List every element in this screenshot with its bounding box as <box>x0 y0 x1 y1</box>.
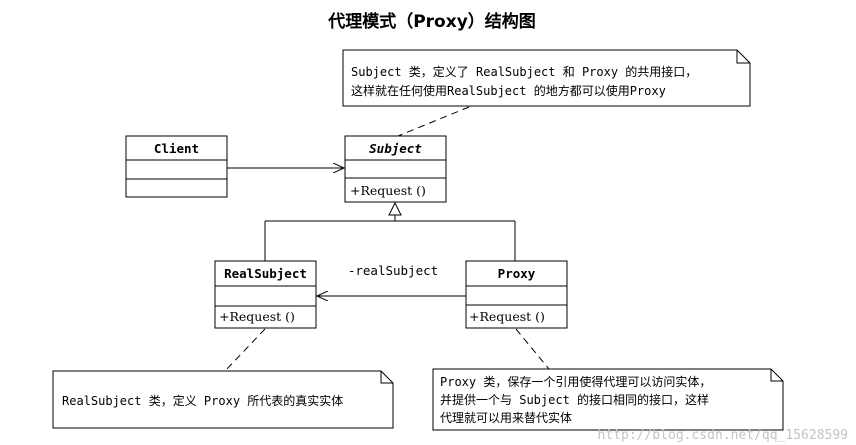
note-subject-line-2: 这样就在任何使用RealSubject 的地方都可以使用Proxy <box>351 83 666 98</box>
class-realsubject: RealSubject +Request () <box>214 260 317 329</box>
watermark: http://blog.csdn.net/qq_15628599 <box>598 428 848 443</box>
note-subject: Subject 类，定义了 RealSubject 和 Proxy 的共用接口，… <box>342 49 751 107</box>
note-proxy-line-1: Proxy 类，保存一个引用使得代理可以访问实体， <box>440 374 711 389</box>
class-realsubject-operation: +Request () <box>219 309 295 324</box>
class-client-name: Client <box>154 141 199 156</box>
class-client: Client <box>125 135 228 198</box>
class-proxy-operation: +Request () <box>469 309 545 324</box>
note-subject-line-1: Subject 类，定义了 RealSubject 和 Proxy 的共用接口， <box>351 64 697 79</box>
association-label: -realSubject <box>348 263 438 278</box>
note-subject-connector <box>397 106 470 137</box>
note-proxy-line-3: 代理就可以用来替代实体 <box>440 410 572 425</box>
note-realsubject-connector <box>224 328 266 372</box>
note-proxy-line-2: 并提供一个与 Subject 的接口相同的接口，这样 <box>440 392 709 407</box>
note-proxy-connector <box>515 328 550 370</box>
diagram-title: 代理模式（Proxy）结构图 <box>327 11 536 32</box>
class-subject: Subject +Request () <box>344 135 447 203</box>
class-realsubject-name: RealSubject <box>224 266 307 281</box>
inheritance-triangle <box>388 201 402 216</box>
class-proxy: Proxy +Request () <box>465 260 568 329</box>
note-realsubject: RealSubject 类，定义 Proxy 所代表的真实实体 <box>52 370 394 429</box>
class-subject-operation: +Request () <box>350 183 426 198</box>
note-realsubject-line-1: RealSubject 类，定义 Proxy 所代表的真实实体 <box>62 393 343 408</box>
class-proxy-name: Proxy <box>498 266 536 281</box>
note-proxy: Proxy 类，保存一个引用使得代理可以访问实体， 并提供一个与 Subject… <box>432 368 784 431</box>
class-subject-name: Subject <box>369 141 422 156</box>
generalization-tree <box>264 201 516 261</box>
